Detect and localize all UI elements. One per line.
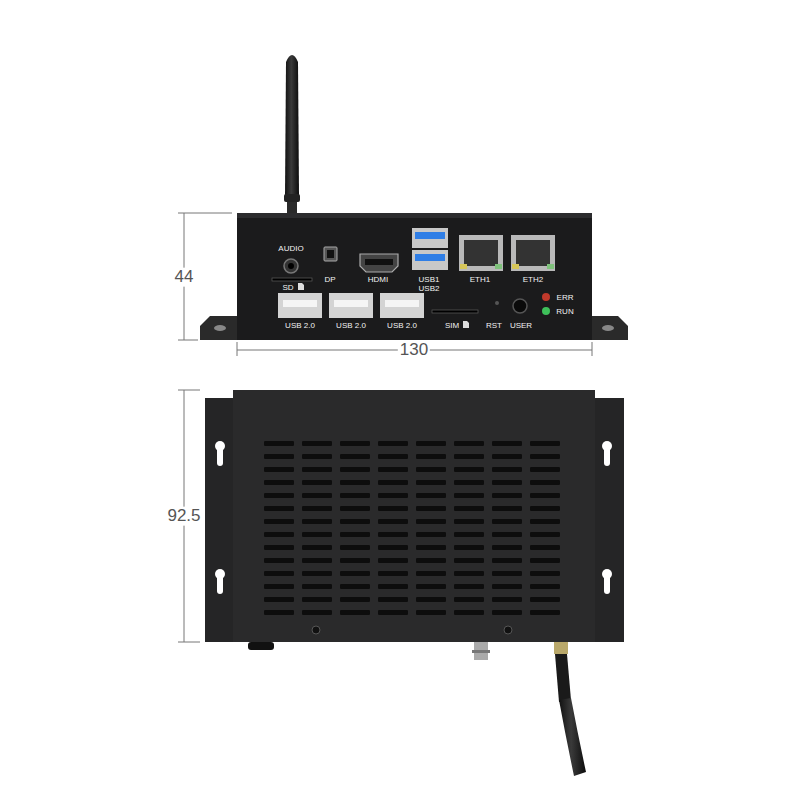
dimension-label: 130 [398,341,430,360]
sd-icon [298,283,304,290]
dimension-label: 44 [173,268,196,287]
antenna [284,55,300,214]
vent-slots [262,437,566,615]
front-panel [237,213,592,340]
port-label: USB 2.0 [285,322,315,331]
sim-icon [463,321,469,328]
port-label: ETH1 [470,276,490,285]
port-label: HDMI [368,276,388,285]
port-label: DP [324,276,335,285]
dimension-lines [178,213,592,642]
port-label: SD [282,284,293,293]
port-label: RUN [556,308,573,317]
top-cover [233,390,595,642]
port-label: RST [486,322,502,331]
dimension-label: 92.5 [165,507,202,526]
port-label: USB1 USB2 [417,276,441,294]
port-label: AUDIO [278,245,303,254]
port-label: USER [510,322,532,331]
port-label: USB 2.0 [336,322,366,331]
port-label: USB 2.0 [387,322,417,331]
port-label: SIM [445,322,459,331]
antenna [554,642,586,776]
ports [272,228,555,318]
port-label: ETH2 [523,276,543,285]
port-label: ERR [557,294,574,303]
